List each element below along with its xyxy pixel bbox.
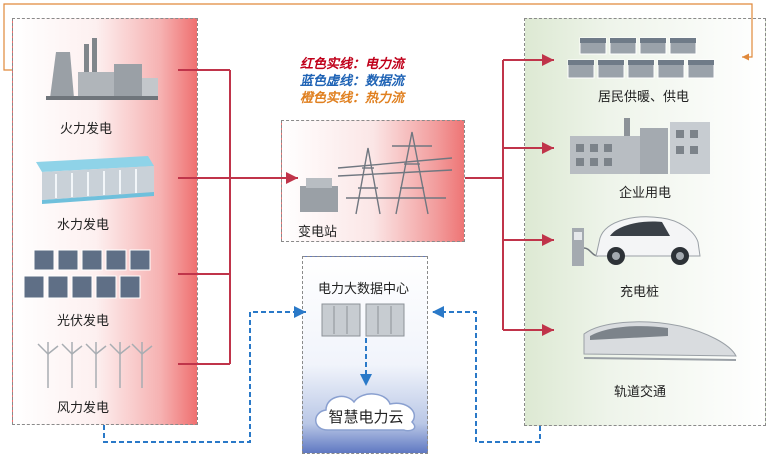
legend-power-flow: 红色实线：电力流 bbox=[300, 57, 405, 72]
enterprise-label: 企业用电 bbox=[619, 186, 672, 201]
train-icon bbox=[583, 321, 737, 361]
wind-power-label: 风力发电 bbox=[57, 401, 110, 416]
thermal-power-label: 火力发电 bbox=[60, 122, 113, 137]
server-rack-icon bbox=[321, 303, 405, 337]
solar-power-label: 光伏发电 bbox=[57, 314, 110, 329]
substation-label: 变电站 bbox=[298, 225, 338, 240]
heat-flow-line bbox=[3, 3, 753, 71]
hydro-dam-icon bbox=[36, 156, 154, 204]
power-flow-lines bbox=[178, 54, 554, 365]
legend-data-flow: 蓝色虚线：数据流 bbox=[300, 74, 405, 89]
hydro-power-label: 水力发电 bbox=[57, 218, 110, 233]
residential-label: 居民供暖、供电 bbox=[598, 90, 690, 105]
legend-heat-flow: 橙色实线：热力流 bbox=[300, 91, 405, 106]
thermal-plant-icon bbox=[46, 38, 158, 100]
solar-panels-icon bbox=[23, 249, 151, 299]
data-flow-lines bbox=[103, 306, 541, 443]
wind-turbines-icon bbox=[37, 342, 153, 388]
factory-icon bbox=[570, 118, 710, 174]
charging-label: 充电桩 bbox=[620, 285, 660, 300]
residential-houses-icon bbox=[567, 37, 715, 79]
cloud-label: 智慧电力云 bbox=[328, 408, 404, 426]
datacenter-label: 电力大数据中心 bbox=[318, 282, 410, 297]
rail-label: 轨道交通 bbox=[614, 385, 667, 400]
charging-car-icon bbox=[572, 216, 701, 266]
cloud-icon bbox=[315, 393, 416, 432]
substation-icon bbox=[300, 131, 453, 215]
